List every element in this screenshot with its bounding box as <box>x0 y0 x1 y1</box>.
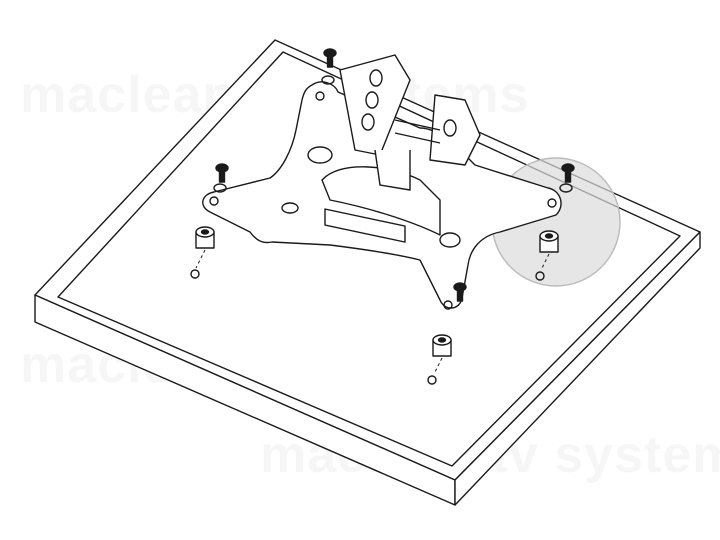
washers <box>213 75 573 193</box>
spacers <box>195 226 559 357</box>
spacer <box>195 226 215 249</box>
tv-panel <box>34 39 701 506</box>
screws <box>215 48 575 302</box>
tv-mount-holes <box>190 269 545 385</box>
screw <box>453 282 467 302</box>
screw <box>561 163 575 183</box>
spacer <box>432 334 452 357</box>
screw <box>215 163 229 183</box>
alignment-guides <box>195 249 550 375</box>
screw <box>323 48 337 68</box>
spacer <box>539 230 559 253</box>
tilt-bracket <box>321 54 481 236</box>
